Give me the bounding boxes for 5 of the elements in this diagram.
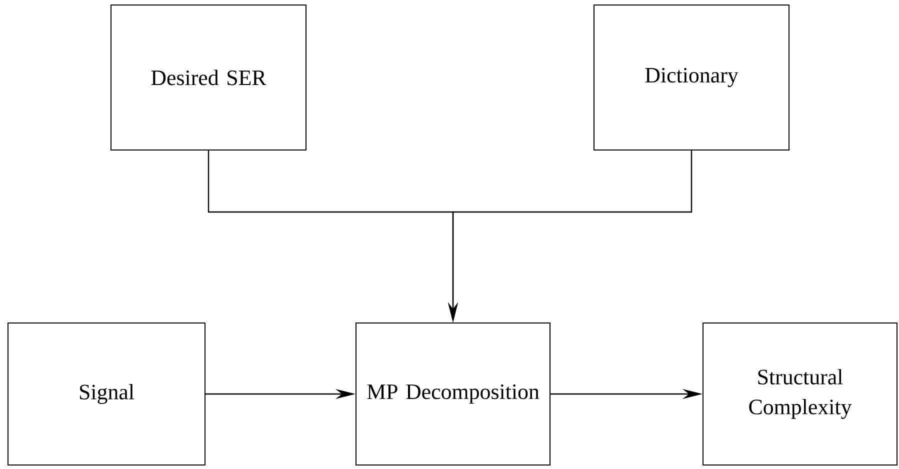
process-box: MP Decomposition [356,322,550,466]
process-box: Signal [8,322,206,466]
process-box: Structural Complexity [702,322,898,466]
process-box: Dictionary [594,4,790,150]
process-box: Desired SER [110,4,306,150]
